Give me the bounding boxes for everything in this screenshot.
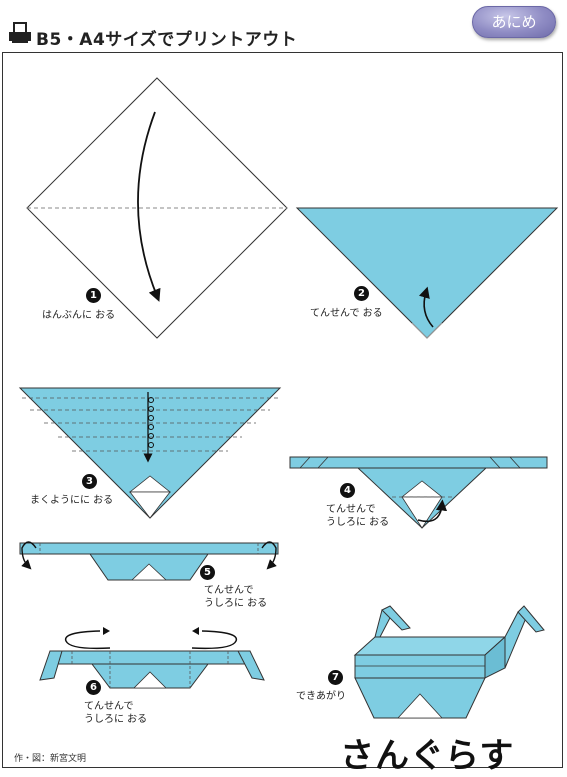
step-caption: てんせんで うしろに おる [326, 504, 390, 528]
step-number-badge: 1 [86, 288, 101, 303]
page-title: B5・A4サイズでプリントアウト [36, 30, 298, 50]
step1-square-paper [26, 77, 288, 339]
author-credit: 作・図：新宮文明 [14, 754, 87, 764]
header: B5・A4サイズでプリントアウト あにめ [0, 0, 567, 52]
step-caption: できあがり [296, 691, 346, 702]
step-caption: てんせんで うしろに おる [84, 701, 148, 725]
step-number-badge: 3 [82, 474, 97, 489]
step-number-badge: 4 [340, 483, 355, 498]
fold-arrow-icon [417, 499, 448, 523]
model-title: さんぐらす [340, 736, 515, 776]
anime-button[interactable]: あにめ [472, 6, 556, 38]
step-caption: はんぶんに おる [42, 310, 116, 321]
step3-pleated-triangle [18, 387, 282, 519]
diagram-frame [2, 52, 563, 768]
step-number-badge: 2 [354, 286, 369, 301]
step2-triangle [295, 207, 559, 339]
fold-arrow-icon [137, 111, 161, 302]
fold-arrow-icon [21, 541, 37, 570]
step-number-badge: 6 [86, 680, 101, 695]
step-caption: てんせんで おる [310, 308, 383, 319]
step5-glasses-base [19, 541, 279, 581]
fold-arrow-icon [261, 541, 277, 570]
step-number-badge: 7 [328, 670, 343, 685]
fold-arrow-icon [419, 286, 434, 328]
step7-finished-sunglasses [353, 605, 545, 719]
step-caption: まくようにに おる [30, 495, 114, 506]
printer-icon [9, 22, 31, 43]
step-caption: てんせんで うしろに おる [204, 585, 268, 609]
fold-arrow-icon [64, 630, 111, 650]
step6-glasses-arms [39, 627, 265, 689]
step-number-badge: 5 [200, 565, 215, 580]
step4-strip [289, 456, 548, 529]
fold-arrow-icon [191, 630, 238, 650]
pleat-fold-icon [143, 392, 154, 463]
